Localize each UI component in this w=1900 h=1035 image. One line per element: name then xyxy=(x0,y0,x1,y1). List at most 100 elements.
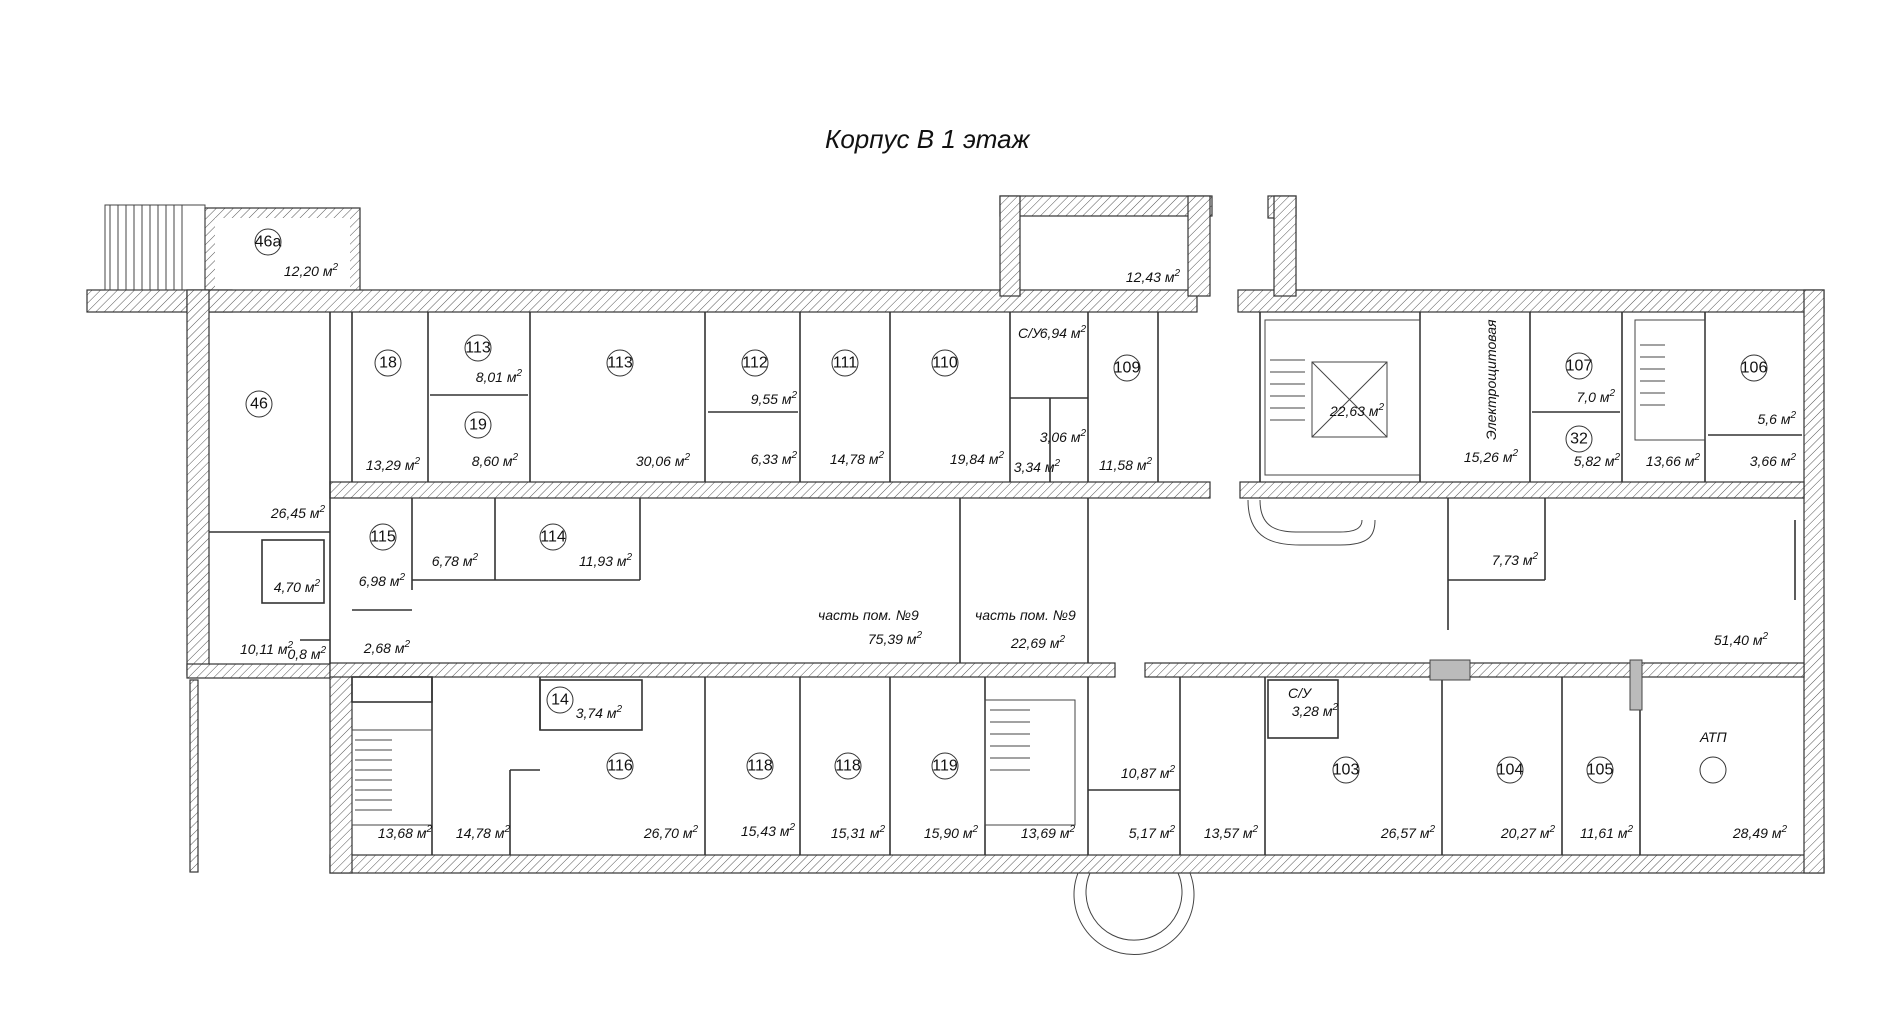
room-area: 28,49 xyxy=(1732,825,1768,841)
room-area: 2,68 xyxy=(363,640,391,656)
room-number-labels: 46а 46 18 113 19 113 112 111 110 109 107… xyxy=(250,234,1767,779)
room-area: 8,60 xyxy=(472,453,499,469)
room-number: 113 xyxy=(607,355,633,372)
svg-text:3,06 м2: 3,06 м2 xyxy=(1040,428,1087,445)
svg-text:3,34 м2: 3,34 м2 xyxy=(1014,458,1061,475)
svg-text:26,45 м2: 26,45 м2 xyxy=(270,504,326,521)
room-number: 110 xyxy=(932,355,958,372)
outer-walls xyxy=(86,195,1825,874)
room-number: 109 xyxy=(1114,360,1141,377)
svg-text:22,69 м2: 22,69 м2 xyxy=(1010,634,1066,651)
svg-text:10,87 м2: 10,87 м2 xyxy=(1121,764,1176,781)
room-number: 107 xyxy=(1566,358,1593,375)
plan-title: Корпус В 1 этаж xyxy=(825,124,1031,154)
svg-text:3,74 м2: 3,74 м2 xyxy=(576,704,623,721)
svg-text:12,43 м2: 12,43 м2 xyxy=(1126,268,1181,285)
room-area: 8,01 xyxy=(476,369,503,385)
room-number: 111 xyxy=(833,355,857,372)
room-number: 115 xyxy=(370,529,396,546)
wc-label: С/У xyxy=(1288,685,1313,701)
room-labels: С/У С/У часть пом. №9 часть пом. №9 АТП … xyxy=(818,319,1727,745)
room-area: 20,27 xyxy=(1500,825,1537,841)
room-area: 3,28 xyxy=(1292,703,1319,719)
svg-text:22,63 м2: 22,63 м2 xyxy=(1329,402,1385,419)
svg-text:13,29 м2: 13,29 м2 xyxy=(366,456,421,473)
room-number: 103 xyxy=(1333,762,1360,779)
wc-label: С/У xyxy=(1018,325,1043,341)
room-area: 6,94 xyxy=(1040,325,1067,341)
room-area: 15,26 xyxy=(1464,449,1499,465)
svg-text:14,78 м2: 14,78 м2 xyxy=(456,824,511,841)
room-area: 30,06 xyxy=(636,453,671,469)
svg-text:30,06 м2: 30,06 м2 xyxy=(636,452,691,469)
svg-text:10,11 м2: 10,11 м2 xyxy=(240,640,294,657)
corridor-part-label: часть пом. №9 xyxy=(818,607,919,623)
room-area: 22,69 xyxy=(1010,635,1046,651)
svg-text:7,73 м2: 7,73 м2 xyxy=(1492,551,1539,568)
svg-text:13,57 м2: 13,57 м2 xyxy=(1204,824,1259,841)
svg-text:12,20 м2: 12,20 м2 xyxy=(284,262,339,279)
corridor-part-label: часть пом. №9 xyxy=(975,607,1076,623)
room-area: 5,82 xyxy=(1574,453,1601,469)
partitions xyxy=(209,312,1802,955)
svg-text:26,57 м2: 26,57 м2 xyxy=(1380,824,1436,841)
room-area: 7,73 xyxy=(1492,552,1519,568)
room-area: 14,78 xyxy=(456,825,491,841)
room-area: 75,39 xyxy=(868,631,903,647)
room-area: 15,90 xyxy=(924,825,959,841)
room-area: 13,66 xyxy=(1646,453,1681,469)
room-areas: 12,20 м2 26,45 м2 4,70 м2 10,11 м2 0,8 м… xyxy=(240,262,1797,841)
svg-text:5,82 м2: 5,82 м2 xyxy=(1574,452,1621,469)
svg-text:14,78 м2: 14,78 м2 xyxy=(830,450,885,467)
room-number: 14 xyxy=(551,692,569,709)
svg-text:6,98 м2: 6,98 м2 xyxy=(359,572,406,589)
svg-text:8,60 м2: 8,60 м2 xyxy=(472,452,519,469)
room-area: 7,0 xyxy=(1576,389,1596,405)
svg-text:19,84 м2: 19,84 м2 xyxy=(950,450,1005,467)
room-area: 10,87 xyxy=(1121,765,1157,781)
room-area: 3,66 xyxy=(1750,453,1777,469)
svg-text:26,70 м2: 26,70 м2 xyxy=(643,824,699,841)
room-area: 22,63 xyxy=(1329,403,1365,419)
svg-text:13,66 м2: 13,66 м2 xyxy=(1646,452,1701,469)
room-area: 12,43 xyxy=(1126,269,1161,285)
svg-text:0,8 м2: 0,8 м2 xyxy=(287,645,326,662)
svg-text:28,49 м2: 28,49 м2 xyxy=(1732,824,1788,841)
room-area: 51,40 xyxy=(1714,632,1749,648)
room-area: 13,68 xyxy=(378,825,413,841)
room-area: 11,61 xyxy=(1580,825,1614,841)
room-area: 3,06 xyxy=(1040,429,1067,445)
room-area: 11,58 xyxy=(1099,457,1133,473)
svg-text:11,58 м2: 11,58 м2 xyxy=(1099,456,1153,473)
room-number: 118 xyxy=(747,758,773,775)
room-area: 13,57 xyxy=(1204,825,1240,841)
room-area: 10,11 xyxy=(240,641,274,657)
room-number: 104 xyxy=(1497,762,1524,779)
room-area: 26,45 xyxy=(270,505,306,521)
svg-text:9,55 м2: 9,55 м2 xyxy=(751,390,798,407)
svg-text:51,40 м2: 51,40 м2 xyxy=(1714,631,1769,648)
room-area: 12,20 xyxy=(284,263,319,279)
room-area: 14,78 xyxy=(830,451,865,467)
room-area: 6,78 xyxy=(432,553,459,569)
room-number: 112 xyxy=(742,355,768,372)
svg-text:6,33 м2: 6,33 м2 xyxy=(751,450,798,467)
room-area: 11,93 xyxy=(579,553,613,569)
stair-steps-left xyxy=(109,205,183,290)
room-area: 3,34 xyxy=(1014,459,1041,475)
svg-text:3,28 м2: 3,28 м2 xyxy=(1292,702,1339,719)
room-area: 0,8 xyxy=(287,646,307,662)
room-number: 116 xyxy=(607,758,633,775)
svg-text:7,0 м2: 7,0 м2 xyxy=(1576,388,1615,405)
room-area: 15,43 xyxy=(741,823,776,839)
svg-text:4,70 м2: 4,70 м2 xyxy=(274,578,321,595)
svg-text:5,17 м2: 5,17 м2 xyxy=(1129,824,1176,841)
room-number: 46а xyxy=(255,234,282,251)
room-area: 15,31 xyxy=(831,825,866,841)
svg-text:5,6 м2: 5,6 м2 xyxy=(1757,410,1796,427)
room-number: 19 xyxy=(469,417,487,434)
room-area: 9,55 xyxy=(751,391,778,407)
room-number: 32 xyxy=(1570,431,1588,448)
svg-text:3,66 м2: 3,66 м2 xyxy=(1750,452,1797,469)
